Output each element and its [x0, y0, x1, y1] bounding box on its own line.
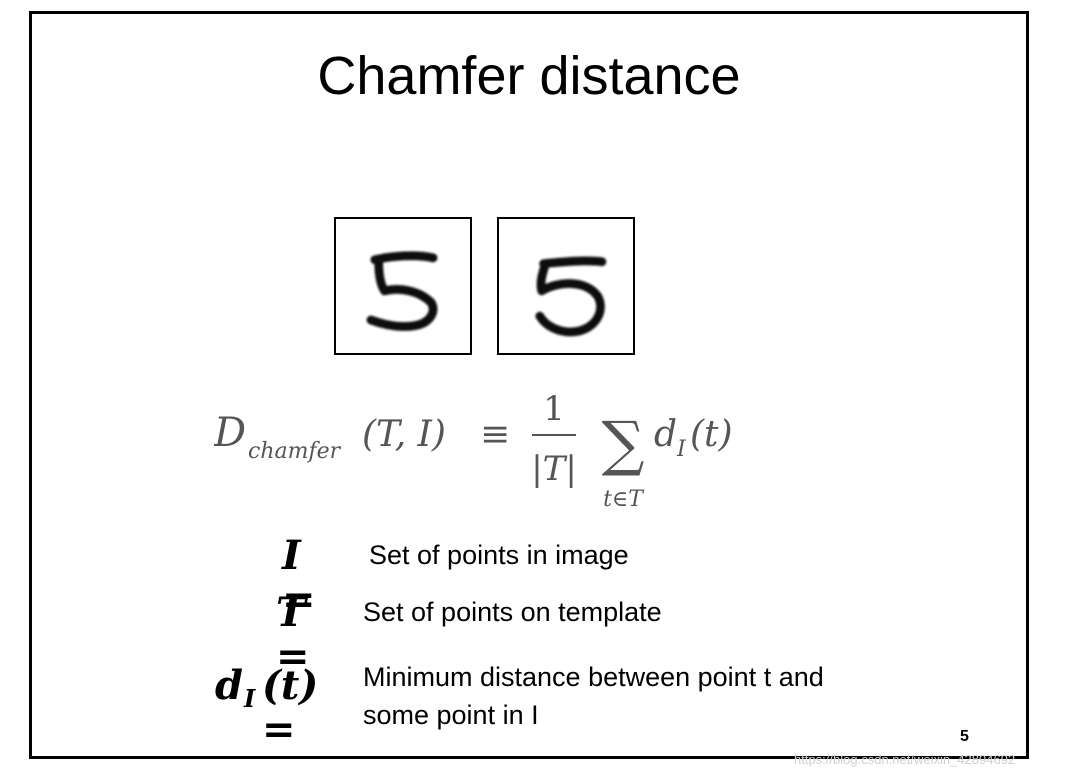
formula-d-subscript: chamfer — [248, 439, 342, 464]
formula-equiv: ≡ — [480, 414, 510, 455]
definition-symbol-tail: (t) = — [262, 662, 319, 753]
formula-denominator: |T| — [531, 449, 577, 489]
formula-d: D — [214, 410, 246, 456]
formula-term-d: d — [654, 414, 677, 455]
digit-image-left — [334, 217, 472, 355]
page-number: 5 — [960, 728, 969, 745]
formula-term-subscript: I — [676, 437, 687, 462]
definition-symbol: I = — [282, 532, 316, 623]
chamfer-formula: D chamfer (T, I) ≡ 1 |T| ∑ t∈T d I (t) — [214, 389, 733, 512]
formula-term-arg: (t) — [690, 414, 733, 455]
definition-text-line1: Minimum distance between point t and — [363, 662, 824, 692]
fraction-bar — [532, 434, 576, 436]
handwritten-five-right-icon — [535, 256, 607, 337]
definition-text-line2: some point in I — [363, 700, 539, 730]
definition-symbol-d: d — [215, 662, 243, 709]
slide-title: Chamfer distance — [317, 46, 741, 106]
formula-sum: ∑ — [602, 409, 645, 479]
digit-image-right — [497, 217, 635, 355]
definition-symbol: T = — [276, 589, 310, 680]
definition-symbol-subscript: I — [244, 684, 256, 713]
slide: Chamfer distance D chamfer (T, I) ≡ 1 |T… — [29, 11, 1029, 759]
handwritten-five-left-icon — [366, 251, 438, 331]
definition-text: Set of points on template — [363, 597, 662, 627]
watermark-url: https://blog.csdn.net/weixin_42894692 — [794, 752, 1016, 767]
definition-text: Set of points in image — [369, 540, 629, 570]
formula-args: (T, I) — [362, 414, 446, 455]
formula-numerator: 1 — [543, 389, 565, 429]
formula-sum-subscript: t∈T — [603, 487, 645, 512]
